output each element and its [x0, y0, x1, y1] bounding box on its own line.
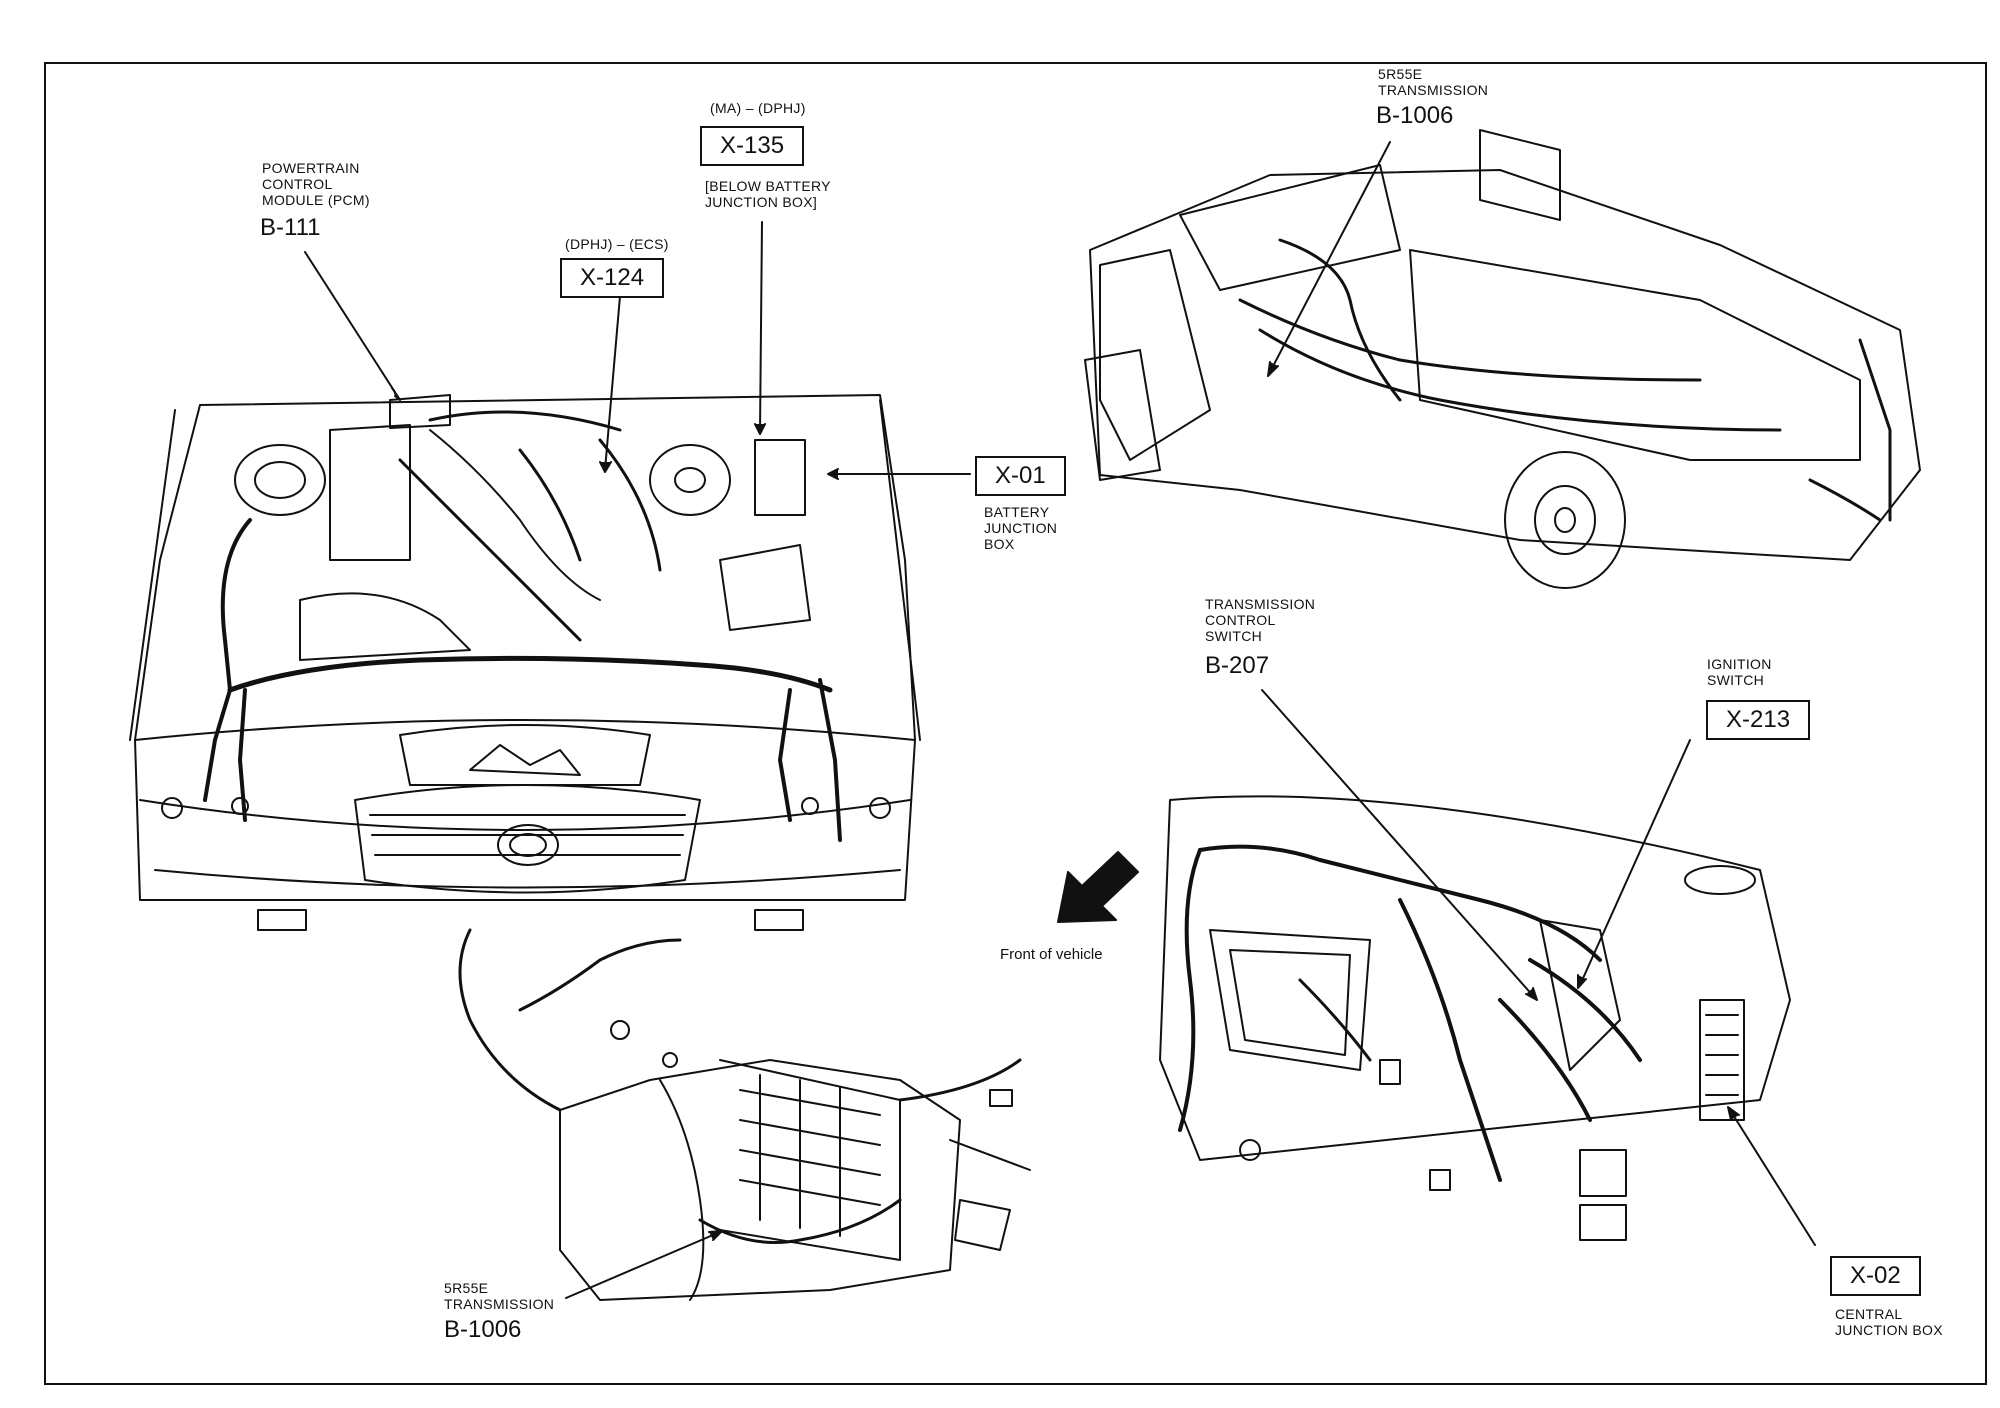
x01-connector-code: X-01	[975, 456, 1066, 496]
x135-location-note: [BELOW BATTERY JUNCTION BOX]	[705, 178, 831, 210]
x124-connector-code: X-124	[560, 258, 665, 298]
transmission-top-connector-code: B-1006	[1376, 102, 1454, 129]
transmission-control-switch-label: TRANSMISSION CONTROL SWITCH	[1205, 596, 1316, 644]
pcm-connector-code: B-111	[260, 214, 321, 241]
transmission-bottom-label: 5R55E TRANSMISSION	[444, 1280, 555, 1312]
leader-lines	[304, 141, 1816, 1299]
pcm-label: POWERTRAIN CONTROL MODULE (PCM)	[262, 160, 370, 208]
diagram-frame	[44, 62, 1987, 1385]
central-junction-box-label: CENTRAL JUNCTION BOX	[1835, 1306, 1943, 1338]
x135-connector-code: X-135	[700, 126, 805, 166]
front-of-vehicle-caption: Front of vehicle	[1000, 946, 1103, 963]
ignition-switch-connector-code: X-213	[1706, 700, 1811, 740]
transmission-illustration	[458, 928, 1031, 1301]
battery-junction-box-label: BATTERY JUNCTION BOX	[984, 504, 1058, 552]
truck-illustration	[1084, 129, 1921, 589]
transmission-control-switch-code: B-207	[1205, 652, 1270, 679]
front-of-vehicle-arrow	[1057, 851, 1139, 923]
x02-connector-code: X-02	[1830, 1256, 1921, 1296]
x135-qualifier: (MA) – (DPHJ)	[710, 100, 806, 116]
x124-qualifier: (DPHJ) – (ECS)	[565, 236, 669, 252]
engine-compartment-illustration	[129, 394, 921, 931]
transmission-bottom-connector-code: B-1006	[444, 1316, 522, 1343]
transmission-top-label: 5R55E TRANSMISSION	[1378, 66, 1489, 98]
ignition-switch-label: IGNITION SWITCH	[1707, 656, 1772, 688]
instrument-panel-illustration	[1159, 795, 1791, 1241]
